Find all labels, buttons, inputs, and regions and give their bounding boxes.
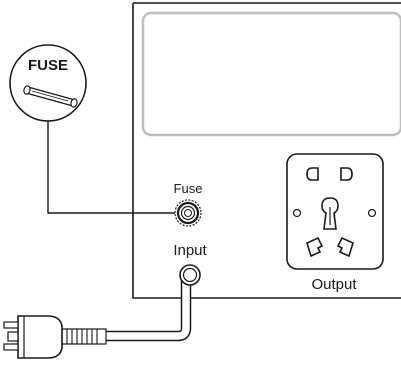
fuse-holder-knob-icon[interactable] xyxy=(174,199,202,227)
fuse-callout-title: FUSE xyxy=(28,57,68,74)
power-cord-fill xyxy=(105,274,190,340)
fuse-callout: FUSE xyxy=(9,44,87,122)
input-label: Input xyxy=(173,242,207,259)
power-plug-icon xyxy=(3,315,107,359)
fuse-leader-line xyxy=(47,121,178,214)
power-cord xyxy=(105,274,192,342)
power-inlet-icon[interactable] xyxy=(179,264,201,286)
fuse-label: Fuse xyxy=(174,181,203,196)
fuse-cartridge-icon xyxy=(23,85,78,108)
output-label: Output xyxy=(311,276,357,293)
device-housing xyxy=(132,2,401,299)
display-window xyxy=(141,11,401,137)
universal-socket-icon[interactable] xyxy=(286,153,384,270)
